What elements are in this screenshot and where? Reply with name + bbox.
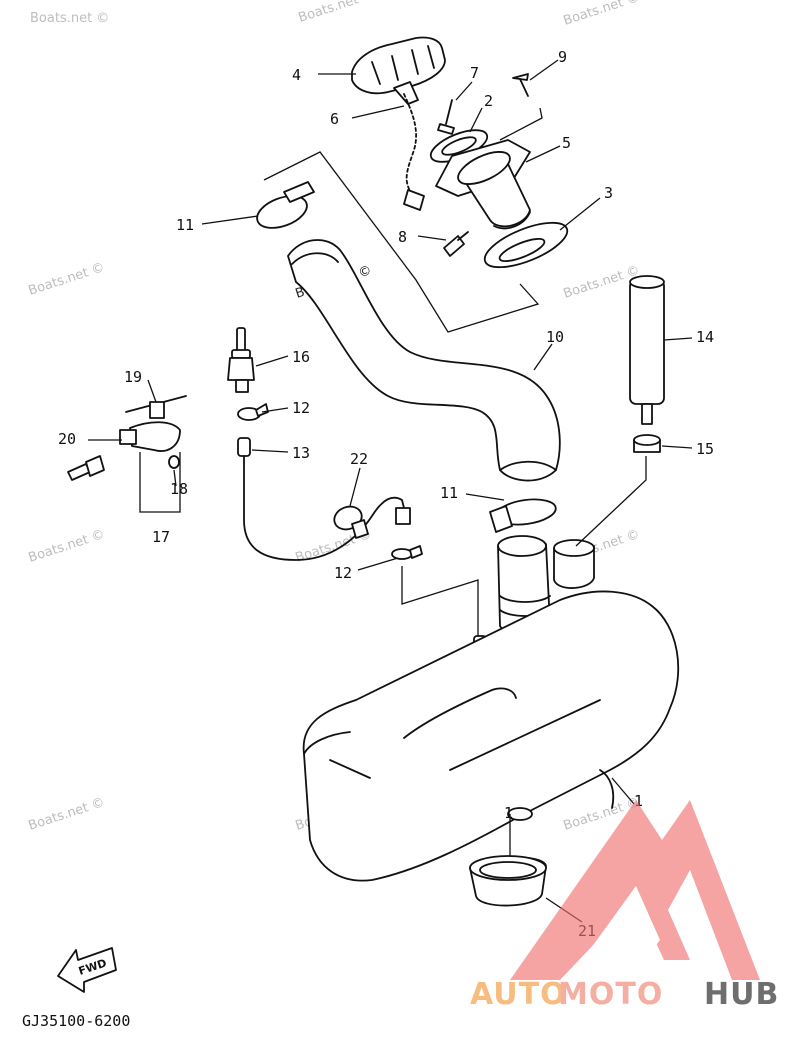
watermark-text: Boats.net © bbox=[30, 11, 109, 26]
part-19-bracket bbox=[119, 395, 187, 452]
logo-mark-inner bbox=[578, 886, 660, 966]
watermark-text: Boats.net © bbox=[27, 795, 107, 834]
callout-12a: 12 bbox=[292, 399, 310, 417]
callout-1b: 1 bbox=[504, 804, 513, 822]
callout-10: 10 bbox=[546, 328, 564, 346]
part-6-chain bbox=[403, 93, 425, 211]
part-21-drain-cap bbox=[469, 855, 547, 907]
callout-1a: 1 bbox=[634, 792, 643, 810]
automotohub-logo: AUTO MOTO HUB bbox=[470, 800, 779, 1012]
callout-4: 4 bbox=[292, 66, 301, 84]
callout-17: 17 bbox=[152, 528, 170, 546]
watermark-text: Boats.net © bbox=[27, 260, 107, 299]
callout-11b: 11 bbox=[440, 484, 458, 502]
part-12-hose-clip-bottom bbox=[391, 545, 423, 560]
fwd-arrow: FWD bbox=[57, 947, 117, 993]
part-1-fuel-tank bbox=[302, 590, 680, 882]
callout-5: 5 bbox=[562, 134, 571, 152]
part-4-filler-cap bbox=[351, 36, 446, 105]
part-12-hose-clip-top bbox=[237, 403, 269, 421]
callout-22: 22 bbox=[350, 450, 368, 468]
part-15-grommet bbox=[633, 434, 661, 453]
part-10-filler-hose bbox=[287, 239, 561, 482]
part-14-pickup-tube bbox=[629, 275, 665, 425]
callout-3: 3 bbox=[604, 184, 613, 202]
part-9-small-screw bbox=[512, 73, 529, 97]
diagram-part-number: GJ35100-6200 bbox=[22, 1012, 130, 1030]
part-20-bolt bbox=[67, 455, 105, 481]
callout-18: 18 bbox=[170, 480, 188, 498]
callout-11a: 11 bbox=[176, 216, 194, 234]
part-13-fuel-hose bbox=[237, 437, 411, 561]
logo-text-hub: HUB bbox=[704, 977, 779, 1012]
part-22-clamp bbox=[333, 505, 369, 539]
tank-pickup-grommet bbox=[553, 539, 595, 589]
callout-6: 6 bbox=[330, 110, 339, 128]
logo-text-moto: MOTO bbox=[558, 977, 663, 1012]
callout-20: 20 bbox=[58, 430, 76, 448]
part-7-screw bbox=[437, 99, 455, 135]
callouts: 4 7 9 2 6 5 3 11 8 10 14 16 19 12 20 13 … bbox=[58, 48, 714, 940]
callout-12b: 12 bbox=[334, 564, 352, 582]
callout-8: 8 bbox=[398, 228, 407, 246]
callout-9: 9 bbox=[558, 48, 567, 66]
leader-lines bbox=[88, 59, 693, 923]
logo-text-auto: AUTO bbox=[470, 977, 567, 1012]
part-11-hose-clamp-top bbox=[256, 181, 315, 229]
watermark-text: Boats.net © bbox=[27, 527, 107, 566]
callout-15: 15 bbox=[696, 440, 714, 458]
part-11-hose-clamp-bottom bbox=[489, 498, 557, 533]
part-18-washer bbox=[168, 455, 180, 469]
watermark-text: Boats.net © bbox=[562, 0, 642, 29]
callout-7: 7 bbox=[470, 64, 479, 82]
callout-13: 13 bbox=[292, 444, 310, 462]
callout-16: 16 bbox=[292, 348, 310, 366]
callout-2: 2 bbox=[484, 92, 493, 110]
part-16-fuel-connector bbox=[227, 327, 255, 393]
watermark-text: Boats.net © bbox=[297, 0, 377, 26]
part-5-filler-neck bbox=[435, 139, 531, 230]
part-3-gasket bbox=[483, 221, 569, 269]
callout-14: 14 bbox=[696, 328, 714, 346]
part-2-gasket bbox=[429, 129, 489, 163]
callout-19: 19 bbox=[124, 368, 142, 386]
part-8-rivet bbox=[443, 231, 469, 257]
